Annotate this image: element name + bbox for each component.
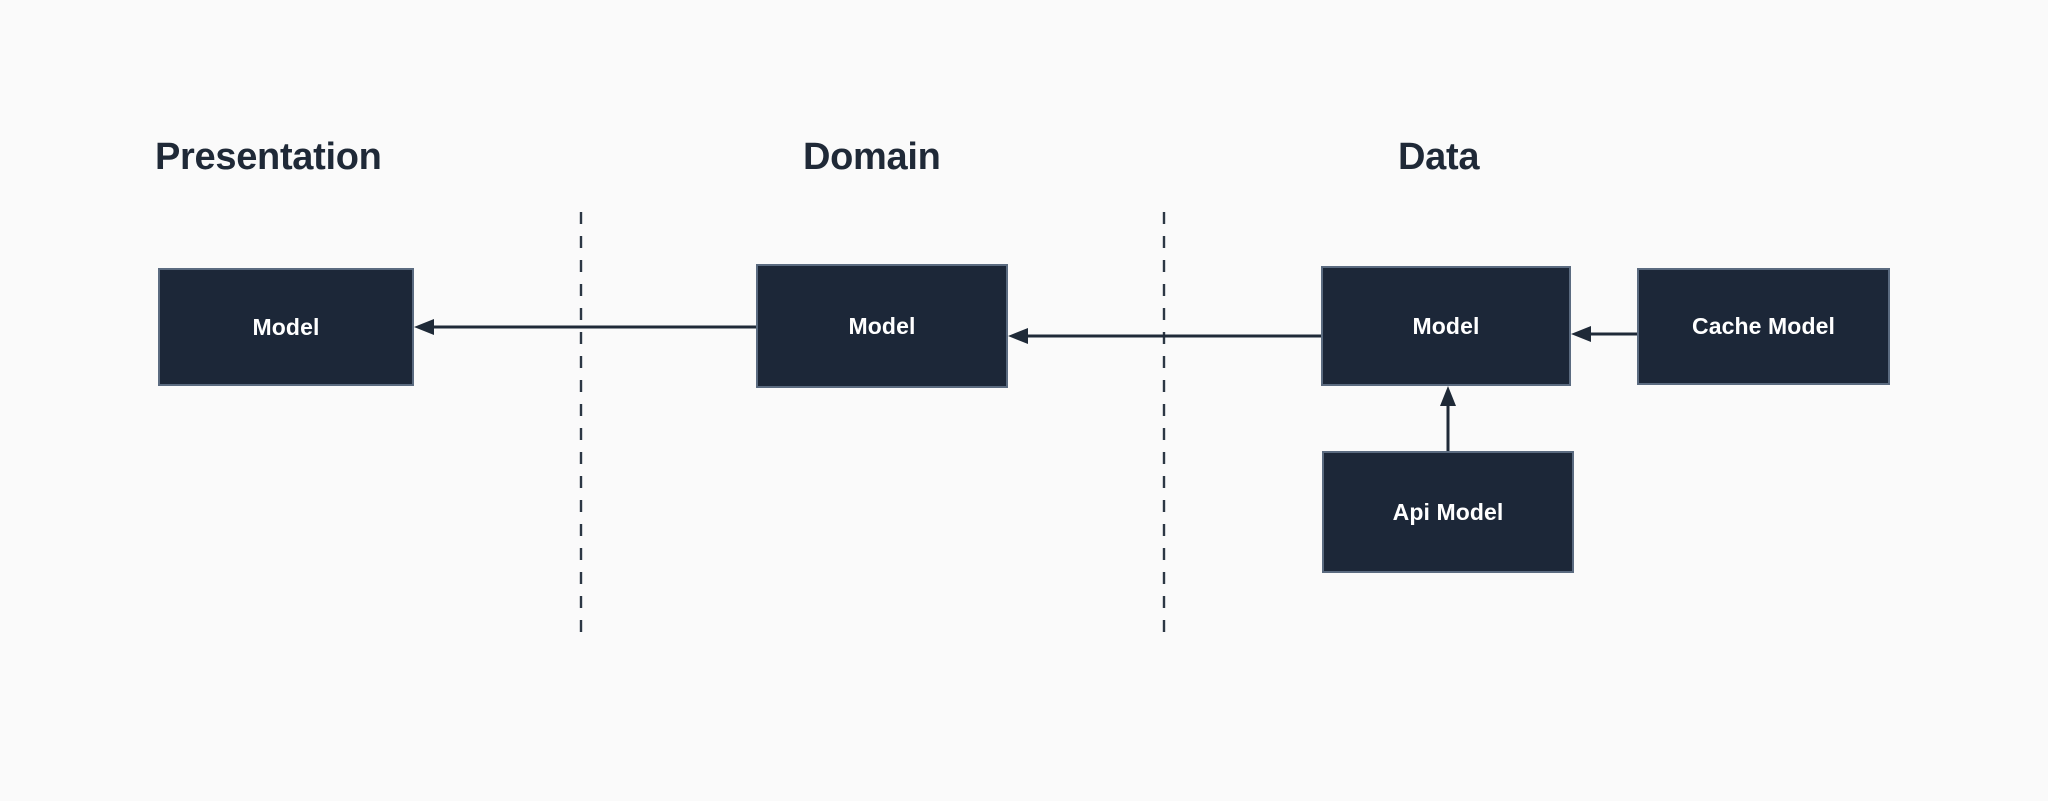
layer-title-presentation: Presentation [155,136,382,178]
node-cache-model[interactable]: Cache Model [1637,268,1890,385]
node-label: Api Model [1392,498,1504,525]
edge-api-model-to-data-model [1440,386,1456,451]
node-label: Model [1412,312,1480,339]
node-label: Model [252,313,320,340]
node-data-model[interactable]: Model [1321,266,1571,386]
node-label: Model [848,312,916,339]
edge-cache-model-to-data-model [1571,326,1637,342]
node-api-model[interactable]: Api Model [1322,451,1574,573]
arrowhead-left-icon [1008,328,1028,344]
arrowhead-up-icon [1440,386,1456,406]
arrowhead-left-icon [1571,326,1591,342]
edge-domain-model-to-presentation-model [414,319,756,335]
arrowhead-left-icon [414,319,434,335]
node-presentation-model[interactable]: Model [158,268,414,386]
edge-data-model-to-domain-model [1008,328,1321,344]
layer-title-data: Data [1398,136,1480,178]
layer-title-domain: Domain [803,136,941,178]
node-domain-model[interactable]: Model [756,264,1008,388]
node-label: Cache Model [1692,313,1835,339]
